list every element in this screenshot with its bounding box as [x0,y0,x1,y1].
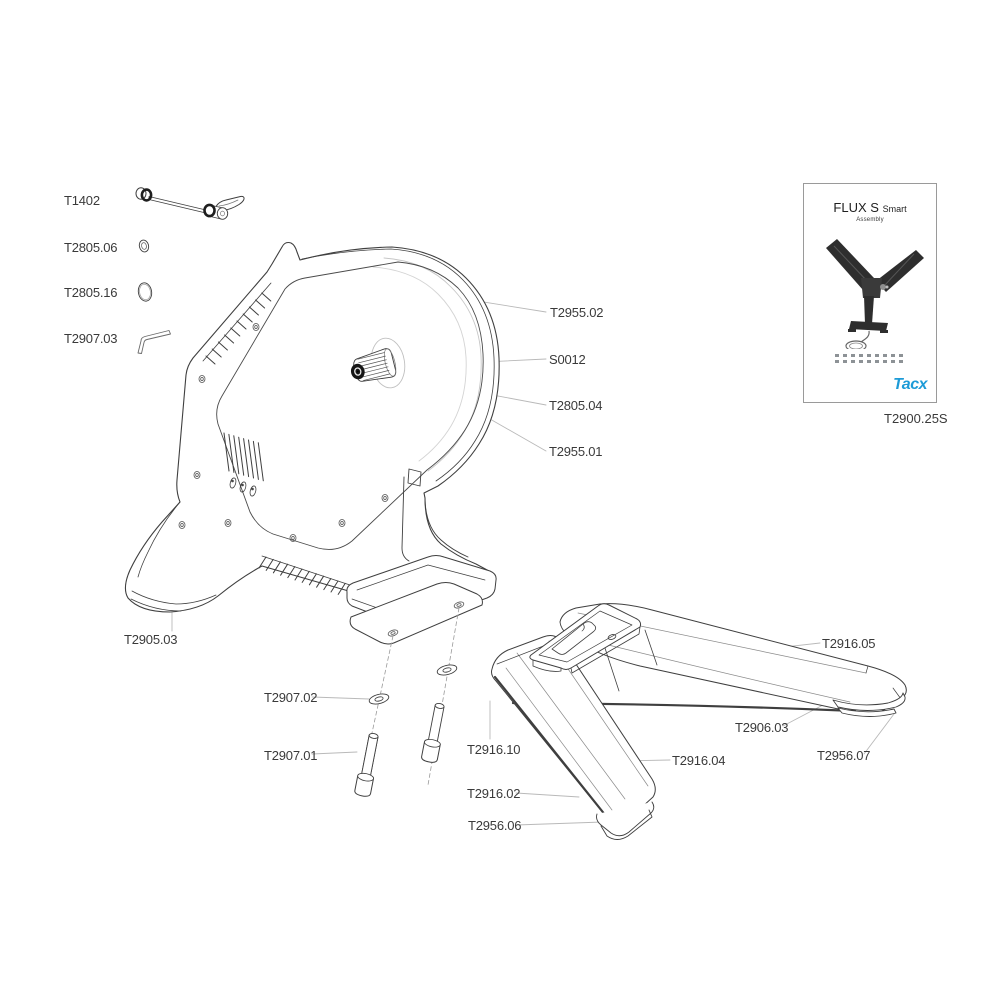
part-label-t2956-07: T2956.07 [817,748,871,763]
led-indicators [229,477,257,497]
part-label-t2916-10: T2916.10 [467,742,521,757]
part-label-t1402: T1402 [64,193,100,208]
language-codes-row [835,354,907,357]
base-plate [349,582,483,645]
assembled-trainer-image [826,239,924,349]
screw-holes [178,323,389,542]
part-label-t2900-25s: T2900.25S [884,411,948,426]
bolt [354,703,445,797]
support-column [401,468,469,562]
part-label-t2916-04: T2916.04 [672,753,726,768]
product-title: FLUX S Smart [804,201,936,216]
washer [368,664,458,705]
product-info-box: FLUX S Smart Assembly [803,183,937,403]
part-label-t2805-06: T2805.06 [64,240,118,255]
product-subtitle: Assembly [856,217,884,223]
part-label-t2805-04: T2805.04 [549,398,603,413]
leg-junction-bracket [529,603,642,674]
part-label-t2906-03: T2906.03 [735,720,789,735]
part-label-t2907-01: T2907.01 [264,748,318,763]
far-foot-pad [832,692,906,717]
part-label-t2955-01: T2955.01 [549,444,603,459]
part-label-t2905-03: T2905.03 [124,632,178,647]
left-foot [130,501,217,612]
part-label-t2955-02: T2955.02 [550,305,604,320]
near-foot-cap [596,801,655,840]
allen-key [137,330,171,354]
spacer-ring-large [137,282,153,302]
quick-release-skewer [135,187,245,220]
legs-assembly [491,603,907,840]
bottom-vent-slats [258,555,351,595]
part-label-t2805-16: T2805.16 [64,285,118,300]
product-variant: Smart [882,204,907,214]
spacer-ring-small [138,239,150,253]
main-unit [124,241,500,613]
part-label-t2916-05: T2916.05 [822,636,876,651]
freehub-body [350,348,397,382]
product-name: FLUX S [833,200,879,215]
part-label-t2907-03: T2907.03 [64,331,118,346]
part-label-s0012: S0012 [549,352,586,367]
part-label-t2907-02: T2907.02 [264,690,318,705]
part-label-t2916-02: T2916.02 [467,786,521,801]
part-label-t2956-06: T2956.06 [468,818,522,833]
tacx-logo: Tacx [893,376,927,393]
top-vent-slats [205,292,272,365]
side-vent-grid [223,432,264,482]
language-codes-row [835,360,907,363]
